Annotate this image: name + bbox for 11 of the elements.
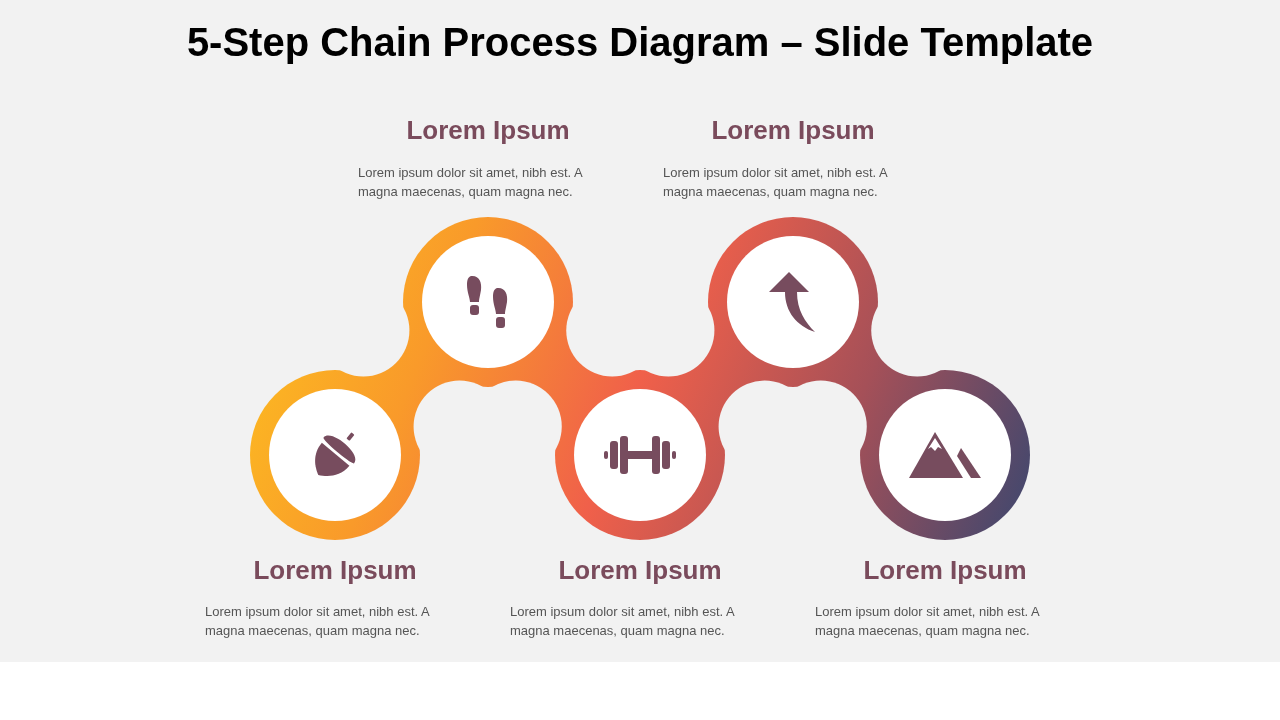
step-heading: Lorem Ipsum <box>711 115 875 146</box>
step-heading: Lorem Ipsum <box>863 555 1027 586</box>
step-heading: Lorem Ipsum <box>253 555 417 586</box>
slide-title: 5-Step Chain Process Diagram – Slide Template <box>186 20 1094 65</box>
step-description: Lorem ipsum dolor sit amet, nibh est. A magna maecenas, quam magna nec. <box>510 603 736 640</box>
step-description: Lorem ipsum dolor sit amet, nibh est. A magna maecenas, quam magna nec. <box>815 603 1041 640</box>
step-description: Lorem ipsum dolor sit amet, nibh est. A magna maecenas, quam magna nec. <box>663 164 889 201</box>
step-heading: Lorem Ipsum <box>558 555 722 586</box>
step-description: Lorem ipsum dolor sit amet, nibh est. A magna maecenas, quam magna nec. <box>358 164 584 201</box>
step-description: Lorem ipsum dolor sit amet, nibh est. A magna maecenas, quam magna nec. <box>205 603 431 640</box>
step-heading: Lorem Ipsum <box>406 115 570 146</box>
